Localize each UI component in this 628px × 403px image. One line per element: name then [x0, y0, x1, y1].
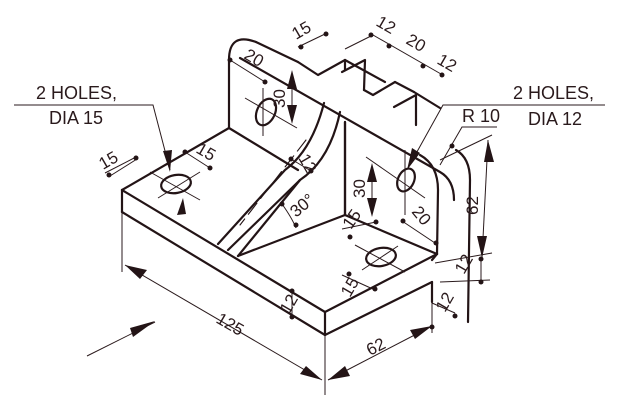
vertical-wall [227, 38, 472, 324]
dim-slot-left: 15 [289, 18, 315, 44]
dim-slot-width1: 12 [373, 12, 399, 38]
view-direction-arrow [130, 321, 155, 337]
dim-left-hole-y: 15 [193, 139, 219, 165]
rib [216, 101, 347, 258]
dim-base-length: 125 [213, 309, 247, 340]
dim-wall-right-hole-height: 30 [350, 179, 369, 198]
left-holes-note-line2: DIA 15 [49, 108, 103, 128]
left-holes-note-line1: 2 HOLES, [36, 83, 117, 103]
wall-right-hole [396, 167, 416, 193]
holes [149, 88, 426, 273]
dim-slot-gap: 20 [403, 30, 429, 56]
dim-base-width: 62 [363, 334, 388, 360]
dim-rib-angle: 30° [286, 190, 318, 221]
dim-base-right-hole-front: 15 [337, 274, 363, 300]
right-holes-note-line1: 2 HOLES, [513, 83, 594, 103]
dim-wall-bottom-thickness: 12 [432, 289, 458, 315]
right-holes-note-line2: DIA 12 [528, 109, 582, 129]
base-left-hole [160, 173, 192, 195]
dim-wall-right-hole-offset: 20 [408, 202, 435, 229]
dim-base-thickness-right: 12 [451, 251, 477, 277]
radius-note: R 10 [462, 106, 500, 126]
dim-wall-left-hole-height: 30 [270, 89, 289, 108]
dim-wall-left-hole-offset: 20 [241, 45, 267, 71]
dim-left-hole-x: 15 [96, 148, 122, 174]
wall-left-hole [254, 97, 278, 127]
base-right-hole [365, 246, 397, 268]
dimension-lines [14, 31, 605, 395]
dim-rib-thickness: 12 [295, 151, 321, 177]
annotations: 2 HOLES, DIA 15 2 HOLES, DIA 12 R 10 125… [36, 12, 594, 360]
dim-base-right-hole-back: 15 [339, 206, 365, 232]
dim-wall-height: 62 [463, 196, 482, 215]
